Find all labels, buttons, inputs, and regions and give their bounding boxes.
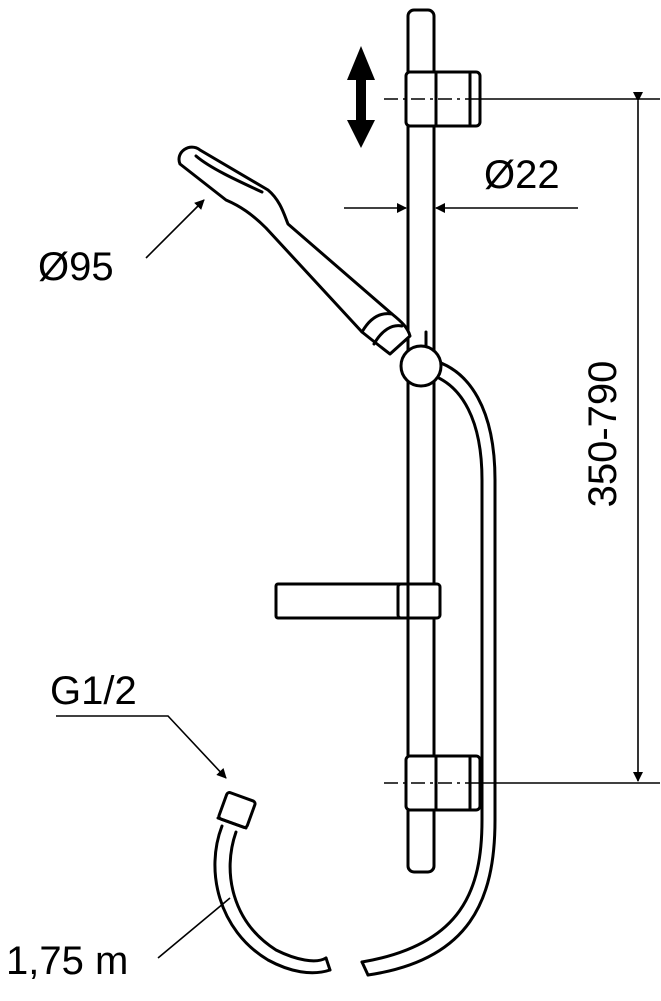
hand-shower (177, 145, 428, 356)
dimension-lines (344, 92, 660, 784)
head-diameter-label: Ø95 (38, 245, 114, 289)
soap-shelf (274, 582, 442, 620)
slider-ball-joint (399, 344, 443, 388)
hose-length-label: 1,75 m (6, 939, 128, 983)
leader-lines (56, 199, 231, 959)
adjust-range-label: 350-790 (581, 361, 625, 508)
thread-label: G1/2 (50, 669, 137, 713)
adjust-arrow-icon (347, 46, 375, 148)
slide-rail (406, 8, 436, 874)
rail-diameter-label: Ø22 (484, 153, 560, 197)
hose (360, 358, 497, 977)
hose-inlet-segment (213, 791, 332, 975)
